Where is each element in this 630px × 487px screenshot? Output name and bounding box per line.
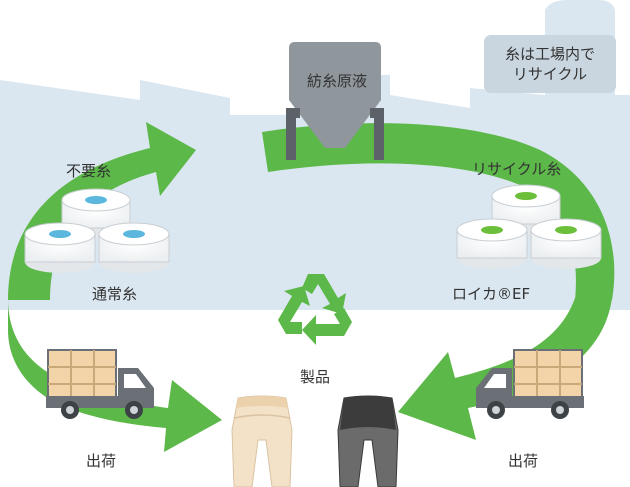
arrow-to-product-left <box>8 298 222 452</box>
underwear-icon <box>337 395 399 487</box>
shipping-right-label: 出荷 <box>508 452 539 470</box>
truck-icon <box>46 349 154 419</box>
yarn-spool-icon <box>24 222 96 273</box>
factory-note-callout: 糸は工場内で リサイクル <box>484 35 616 93</box>
yarn-spool-icon <box>98 222 170 273</box>
arrow-top-arc <box>262 123 615 300</box>
underwear-icon <box>231 395 293 487</box>
waste-yarn-label: 不要糸 <box>66 162 112 180</box>
normal-yarn-label: 通常糸 <box>92 285 138 303</box>
factory-note-line2: リサイクル <box>512 65 588 83</box>
hopper-icon <box>286 42 384 160</box>
recycle-icon <box>278 274 352 345</box>
product-label: 製品 <box>300 368 331 386</box>
shipping-left-label: 出荷 <box>86 452 117 470</box>
yarn-spool-icon <box>530 218 602 269</box>
recycled-yarn-label: リサイクル糸 <box>472 160 562 178</box>
yarn-spool-icon <box>456 218 528 269</box>
factory-note-line1: 糸は工場内で <box>504 45 595 63</box>
truck-icon <box>476 349 584 419</box>
roica-ef-label: ロイカ®EF <box>452 285 531 303</box>
spinning-solution-label: 紡糸原液 <box>306 72 367 90</box>
